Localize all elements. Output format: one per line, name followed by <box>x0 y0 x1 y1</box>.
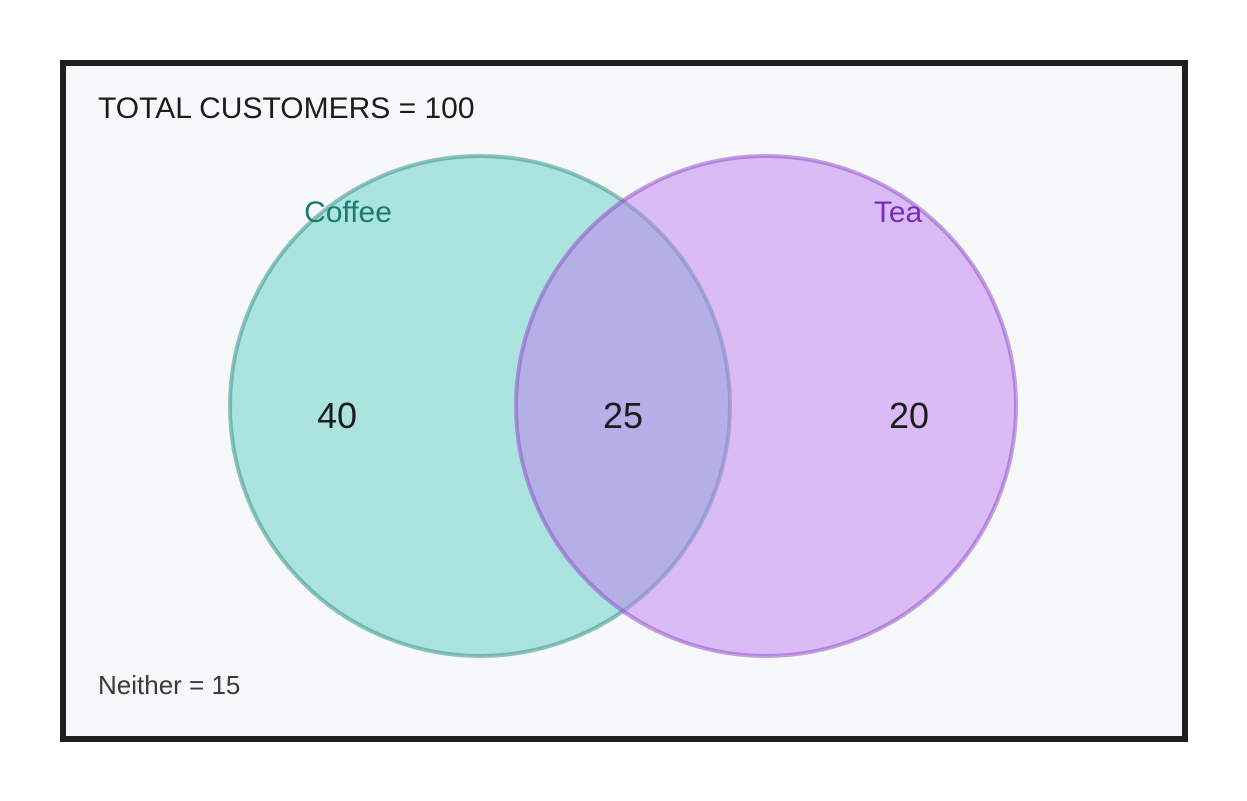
coffee-set-label: Coffee <box>304 196 392 229</box>
both-count: 25 <box>603 395 643 436</box>
tea-only-count: 20 <box>889 395 929 436</box>
tea-set-label: Tea <box>874 196 923 229</box>
total-customers-label: TOTAL CUSTOMERS = 100 <box>98 92 475 125</box>
coffee-only-count: 40 <box>317 395 357 436</box>
tea-circle <box>514 154 1018 658</box>
neither-label: Neither = 15 <box>98 670 240 700</box>
